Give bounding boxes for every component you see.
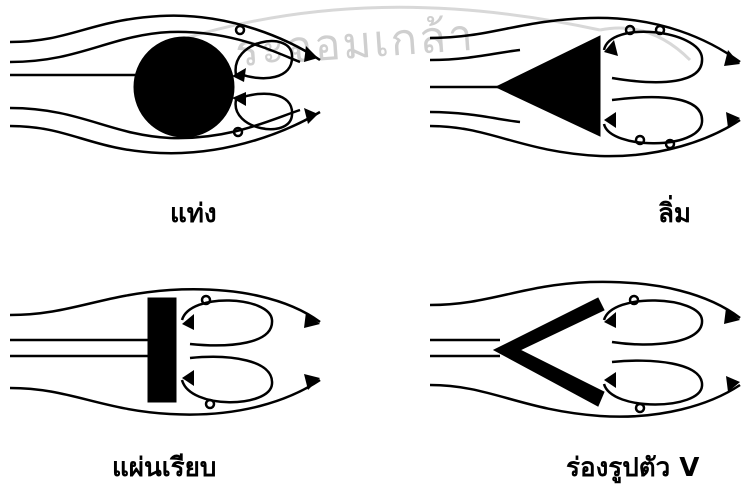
eddy-small-upper [236, 26, 244, 34]
vortex-upper [182, 300, 272, 345]
caption-wedge: ลิ่ม [658, 194, 691, 229]
cylinder-body [134, 37, 234, 137]
panel-v-gutter [430, 282, 740, 417]
arrow-lower [304, 108, 318, 124]
vortex-lower [604, 361, 702, 405]
eddy-small-lower [636, 404, 644, 412]
arrow-vortex-upper [232, 68, 246, 82]
eddy-small-lower [636, 136, 644, 144]
eddy-small-lower-2 [666, 140, 674, 148]
v-gutter-body [494, 298, 604, 406]
panel-cylinder [10, 16, 320, 154]
eddy-small-lower [234, 128, 242, 136]
flat-plate-body [148, 298, 176, 402]
vortex-upper [604, 32, 702, 82]
arrow-vortex-upper [604, 40, 618, 56]
eddy-small-upper [202, 296, 210, 304]
caption-cylinder: แท่ง [170, 199, 217, 229]
eddy-small-upper [630, 296, 638, 304]
vortex-lower [182, 357, 272, 402]
streamline-lower-inner [430, 112, 520, 122]
arrow-vortex-lower [232, 92, 246, 106]
eddy-small-upper [626, 26, 634, 34]
vortex-lower [604, 97, 702, 143]
caption-flat-plate: แผ่นเรียบ [112, 453, 216, 483]
eddy-small-upper-2 [656, 26, 664, 34]
panel-wedge [430, 18, 740, 156]
streamline-upper-inner [430, 50, 520, 60]
eddy-small-lower [206, 400, 214, 408]
vortex-upper [604, 300, 702, 344]
arrow-upper [304, 46, 318, 62]
panel-flat-plate [10, 289, 320, 414]
caption-v-gutter: ร่องรูปตัว V [566, 453, 699, 484]
